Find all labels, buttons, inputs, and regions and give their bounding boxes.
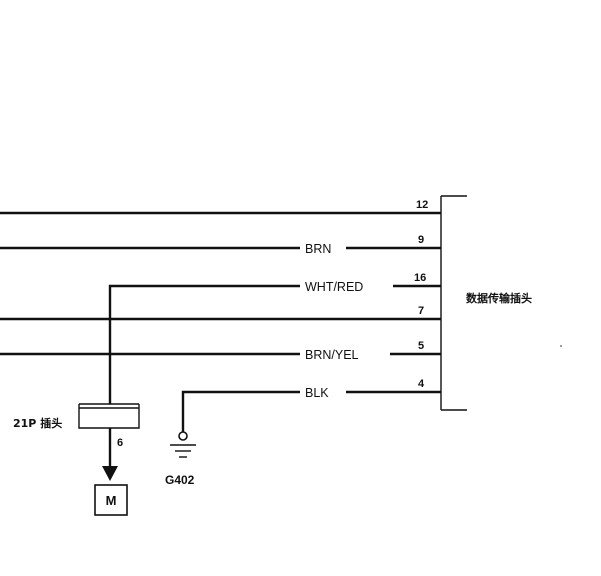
ground-label: G402: [165, 473, 195, 487]
motor: M: [94, 484, 128, 516]
wire-pin-5: BRN/YEL 5: [0, 340, 441, 362]
pin-number-12: 12: [416, 199, 428, 211]
connector-21p: 21P 插头 6: [13, 403, 140, 449]
wire-color-brn: BRN: [305, 242, 331, 256]
wire-pin-7: 7: [0, 305, 441, 321]
pin-number-5: 5: [418, 340, 424, 352]
data-link-connector-bracket: [440, 195, 467, 411]
wire-color-wht-red: WHT/RED: [305, 280, 363, 294]
ground-node-icon: [178, 431, 188, 441]
wire-pin-16: WHT/RED 16: [108, 272, 441, 404]
data-link-connector-label: 数据传输插头: [466, 291, 532, 305]
motor-label: M: [106, 493, 117, 508]
wire-pin-9: BRN 9: [0, 234, 441, 256]
connector-21p-pin: 6: [117, 437, 123, 449]
pin-number-7: 7: [418, 305, 424, 317]
wire-pin-12: 12: [0, 199, 441, 215]
pin-number-4: 4: [418, 378, 425, 390]
pin-number-9: 9: [418, 234, 424, 246]
ground-g402: G402: [165, 431, 196, 487]
arrow-down-icon: [102, 466, 118, 481]
wire-color-blk: BLK: [305, 386, 329, 400]
wire-color-brn-yel: BRN/YEL: [305, 348, 359, 362]
connector-21p-label: 21P 插头: [13, 416, 62, 430]
wire-pin-4: BLK 4: [181, 378, 441, 432]
scan-speck: [560, 345, 562, 347]
pin-number-16: 16: [414, 272, 426, 284]
